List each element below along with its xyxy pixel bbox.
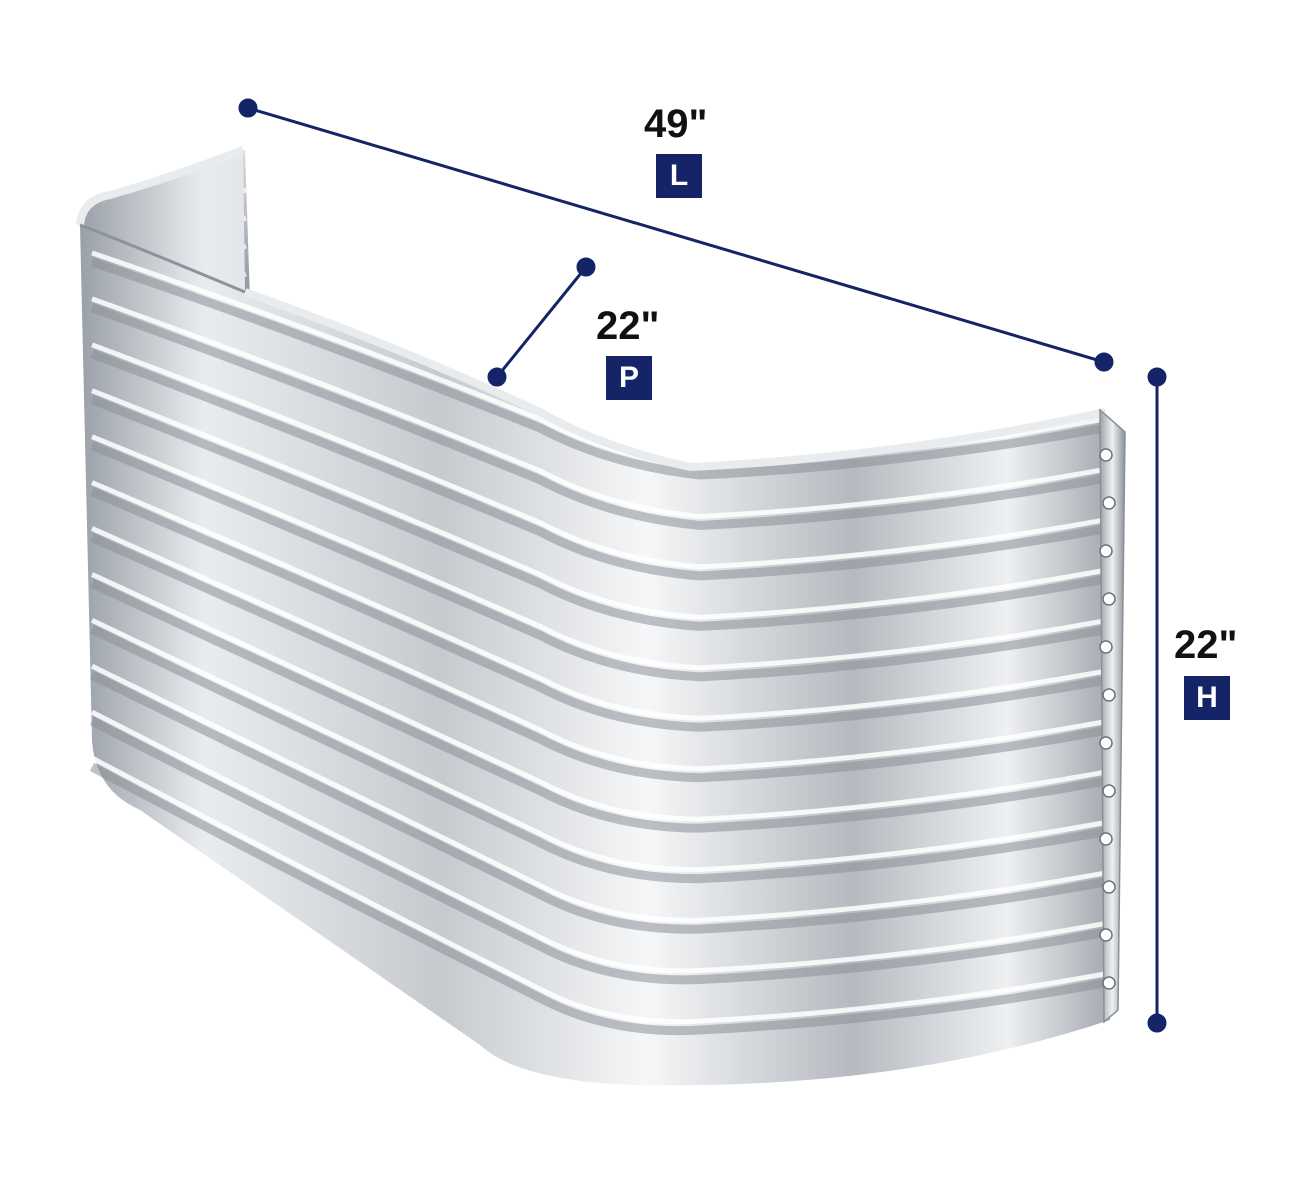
rib-highlight (91, 480, 1106, 721)
mounting-hole (1102, 784, 1116, 798)
dimension-lines (238, 98, 1167, 1033)
rib-highlight (90, 755, 1106, 1025)
mounting-hole (1099, 544, 1113, 558)
rib-highlight (90, 663, 1106, 923)
rib-highlight (90, 526, 1106, 772)
height-value: 22" (1174, 623, 1238, 667)
rib-shadow (90, 349, 1106, 581)
top-rolled-edge (76, 146, 1106, 472)
mounting-hole (1102, 496, 1116, 510)
corrugation-ribs (89, 250, 1106, 1036)
rib-shadow (90, 257, 1106, 480)
rib-highlight (90, 618, 1106, 873)
rib-highlight (91, 434, 1106, 671)
well-body (80, 150, 1110, 1086)
rib-shadow (90, 625, 1106, 884)
length-value: 49" (644, 102, 708, 146)
mounting-hole (1102, 592, 1116, 606)
rib-shadow (90, 303, 1106, 530)
rib-shadow (89, 763, 1106, 1036)
mounting-hole (1102, 976, 1116, 990)
mounting-hole (1099, 640, 1113, 654)
rib-highlight (91, 342, 1106, 570)
rib-shadow (90, 579, 1106, 833)
projection-badge: P (606, 356, 652, 400)
mounting-hole (1099, 448, 1113, 462)
rib-shadow (90, 487, 1106, 732)
rib-shadow (90, 441, 1106, 682)
rib-shadow (90, 533, 1106, 783)
projection-value: 22" (596, 304, 660, 348)
rib-highlight (91, 388, 1106, 620)
rib-highlight (90, 709, 1106, 974)
rib-highlight (90, 572, 1106, 822)
mounting-hole (1099, 736, 1113, 750)
rib-shadow (90, 395, 1106, 631)
flange-mounting-holes (1099, 448, 1116, 990)
height-badge: H (1184, 676, 1230, 720)
mounting-hole (1102, 688, 1116, 702)
rib-shadow (90, 671, 1106, 934)
mounting-hole (1102, 880, 1116, 894)
mounting-hole (1099, 928, 1113, 942)
mounting-flange (1099, 408, 1126, 1024)
rib-highlight (91, 296, 1106, 519)
mounting-hole (1099, 832, 1113, 846)
rib-shadow (89, 717, 1106, 985)
length-badge: L (656, 154, 702, 198)
